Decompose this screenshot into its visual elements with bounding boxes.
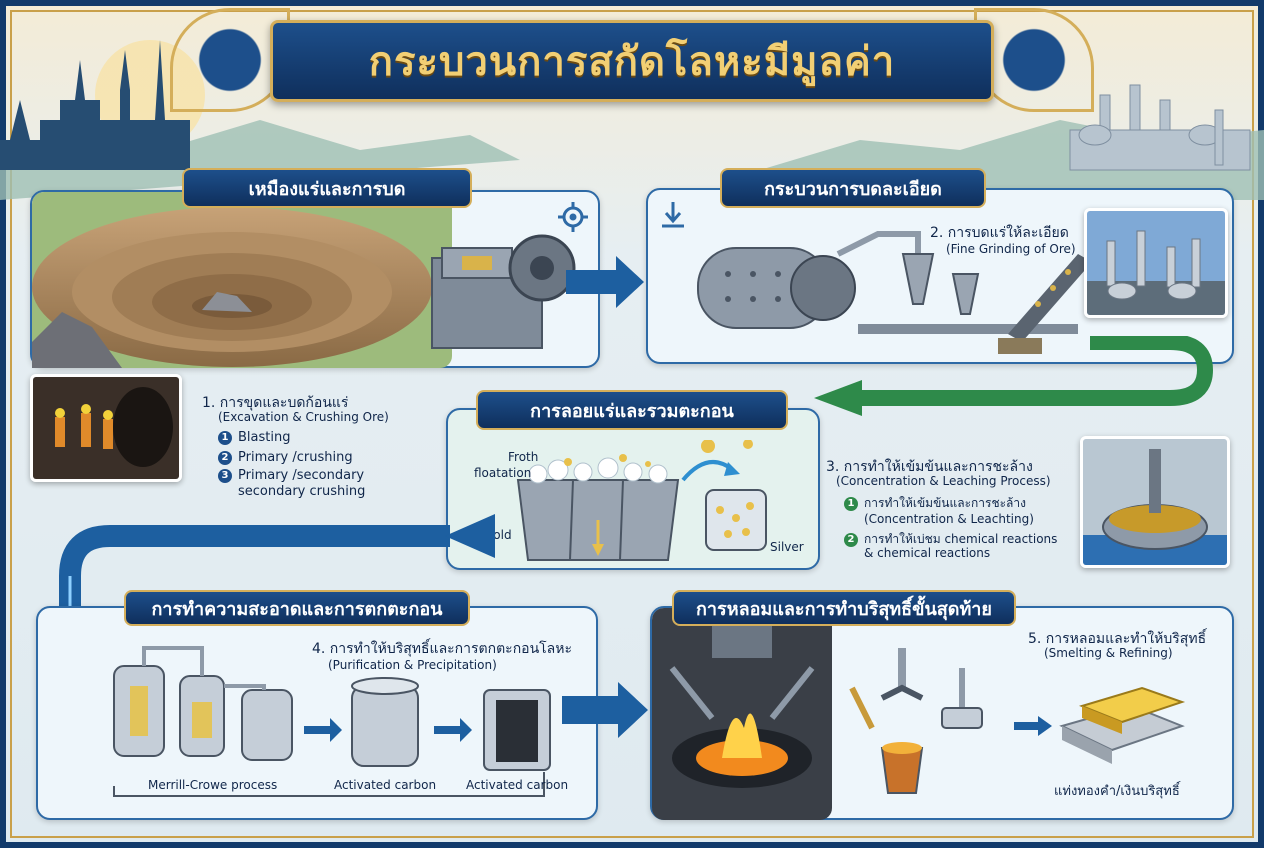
download-icon	[662, 202, 684, 228]
step3-item-3: 2 การทำให้เบ่ชม chemical reactions	[844, 530, 1057, 549]
furnace-illustration	[652, 608, 832, 820]
gear-icon	[558, 202, 588, 232]
flotation-title-text: การลอยแร่และรวมตะกอน	[530, 400, 734, 422]
pure-bars-label: แท่งทองคำ/เงินบริสุทธิ์	[1054, 784, 1180, 799]
arrow-right-icon	[1014, 716, 1052, 736]
item-text: Blasting	[238, 430, 291, 445]
smelting-section-title: การหลอมและการทำบริสุทธิ์ขั้นสุดท้าย	[672, 590, 1016, 626]
mining-section-title: เหมืองแร่และการบด	[182, 168, 472, 208]
underground-mine-photo	[30, 374, 182, 482]
flow-arrow-2	[814, 336, 1214, 416]
item-number: 2	[844, 532, 858, 547]
step4-title: 4. การทำให้บริสุทธิ์และการตกตะกอนโลหะ	[312, 641, 573, 657]
activated-carbon-label-1: Activated carbon	[334, 778, 437, 792]
flotation-cell-illustration	[516, 440, 767, 561]
step1-subtitle: (Excavation & Crushing Ore)	[218, 410, 389, 424]
step2-subtitle: (Fine Grinding of Ore)	[946, 242, 1076, 256]
smelting-title-text: การหลอมและการทำบริสุทธิ์ขั้นสุดท้าย	[696, 598, 992, 620]
step1-item-4: secondary crushing	[238, 484, 365, 499]
cleaning-section-title: การทำความสะอาดและการตกตะกอน	[124, 590, 470, 626]
ball-mill-illustration	[697, 231, 1092, 354]
flow-arrow-4	[562, 682, 648, 738]
step3-subtitle: (Concentration & Leaching Process)	[836, 474, 1051, 488]
leaching-tank-photo	[1080, 436, 1230, 568]
cleaning-title-text: การทำความสะอาดและการตกตะกอน	[151, 598, 443, 620]
step3-item-1: 1 การทำให้เข้มข้นและการชะล้าง	[844, 494, 1026, 513]
item-text: secondary crushing	[238, 484, 366, 499]
step1-title: 1. การขุดและบดก้อนแร่	[202, 395, 349, 411]
step3-title: 3. การทำให้เข้มข้นและการชะล้าง	[826, 459, 1033, 475]
item-text: การทำให้เบ่ชม chemical reactions	[864, 532, 1058, 546]
mining-title-text: เหมืองแร่และการบด	[248, 178, 406, 200]
open-pit-mine-illustration	[32, 192, 452, 368]
crucible-illustration	[849, 648, 983, 794]
title-banner: กระบวนการสกัดโลหะมีมูลค่า	[270, 20, 994, 102]
step3-item-2: (Concentration & Leachting)	[864, 512, 1034, 526]
item-number: 1	[844, 496, 858, 511]
purification-equipment-illustration	[113, 646, 551, 797]
page-frame-inner	[10, 10, 1254, 838]
smelting-panel: 5. การหลอมและทำให้บริสุทธิ์ (Smelting & …	[650, 606, 1234, 820]
grinding-title-text: กระบวนการบดละเอียด	[764, 178, 942, 200]
step1-item-1: 1 Blasting	[218, 430, 290, 445]
step4-subtitle: (Purification & Precipitation)	[328, 658, 497, 672]
floatation-label: floatation	[474, 466, 532, 480]
item-text: การทำให้เข้มข้นและการชะล้าง	[864, 496, 1027, 510]
grinding-section-title: กระบวนการบดละเอียด	[720, 168, 986, 208]
jaw-crusher-illustration	[431, 234, 576, 349]
flotation-section-title: การลอยแร่และรวมตะกอน	[476, 390, 788, 430]
item-text: Primary /secondary	[238, 468, 365, 483]
silver-label: Silver	[770, 540, 804, 554]
item-text: (Concentration & Leachting)	[864, 512, 1034, 526]
item-number: 2	[218, 450, 232, 465]
step3-item-4: & chemical reactions	[864, 546, 990, 560]
step1-item-2: 2 Primary /crushing	[218, 450, 353, 465]
step2-title: 2. การบดแร่ให้ละเอียด	[930, 225, 1069, 241]
flow-arrow-1	[566, 256, 644, 308]
step5-title: 5. การหลอมและทำให้บริสุทธิ์	[1028, 631, 1207, 647]
metal-bars-illustration	[1059, 686, 1186, 764]
flotation-panel: Froth floatation Gold Silver	[446, 408, 820, 570]
factory-silhouette	[1069, 84, 1251, 171]
merrill-crowe-label: Merrill-Crowe process	[148, 778, 278, 792]
refinery-photo	[1084, 208, 1228, 318]
mining-panel	[30, 190, 600, 368]
step5-subtitle: (Smelting & Refining)	[1044, 646, 1173, 660]
step1-item-3: 3 Primary /secondary	[218, 468, 364, 483]
item-text: Primary /crushing	[238, 450, 353, 465]
item-number: 3	[218, 468, 232, 483]
activated-carbon-label-2: Activated carbon	[466, 778, 569, 792]
cleaning-panel: 4. การทำให้บริสุทธิ์และการตกตะกอนโลหะ (P…	[36, 606, 598, 820]
temple-silhouette	[0, 40, 190, 170]
item-number: 1	[218, 430, 232, 445]
froth-label: Froth	[508, 450, 539, 464]
page-title: กระบวนการสกัดโลหะมีมูลค่า	[368, 39, 896, 85]
item-text: & chemical reactions	[864, 546, 991, 560]
